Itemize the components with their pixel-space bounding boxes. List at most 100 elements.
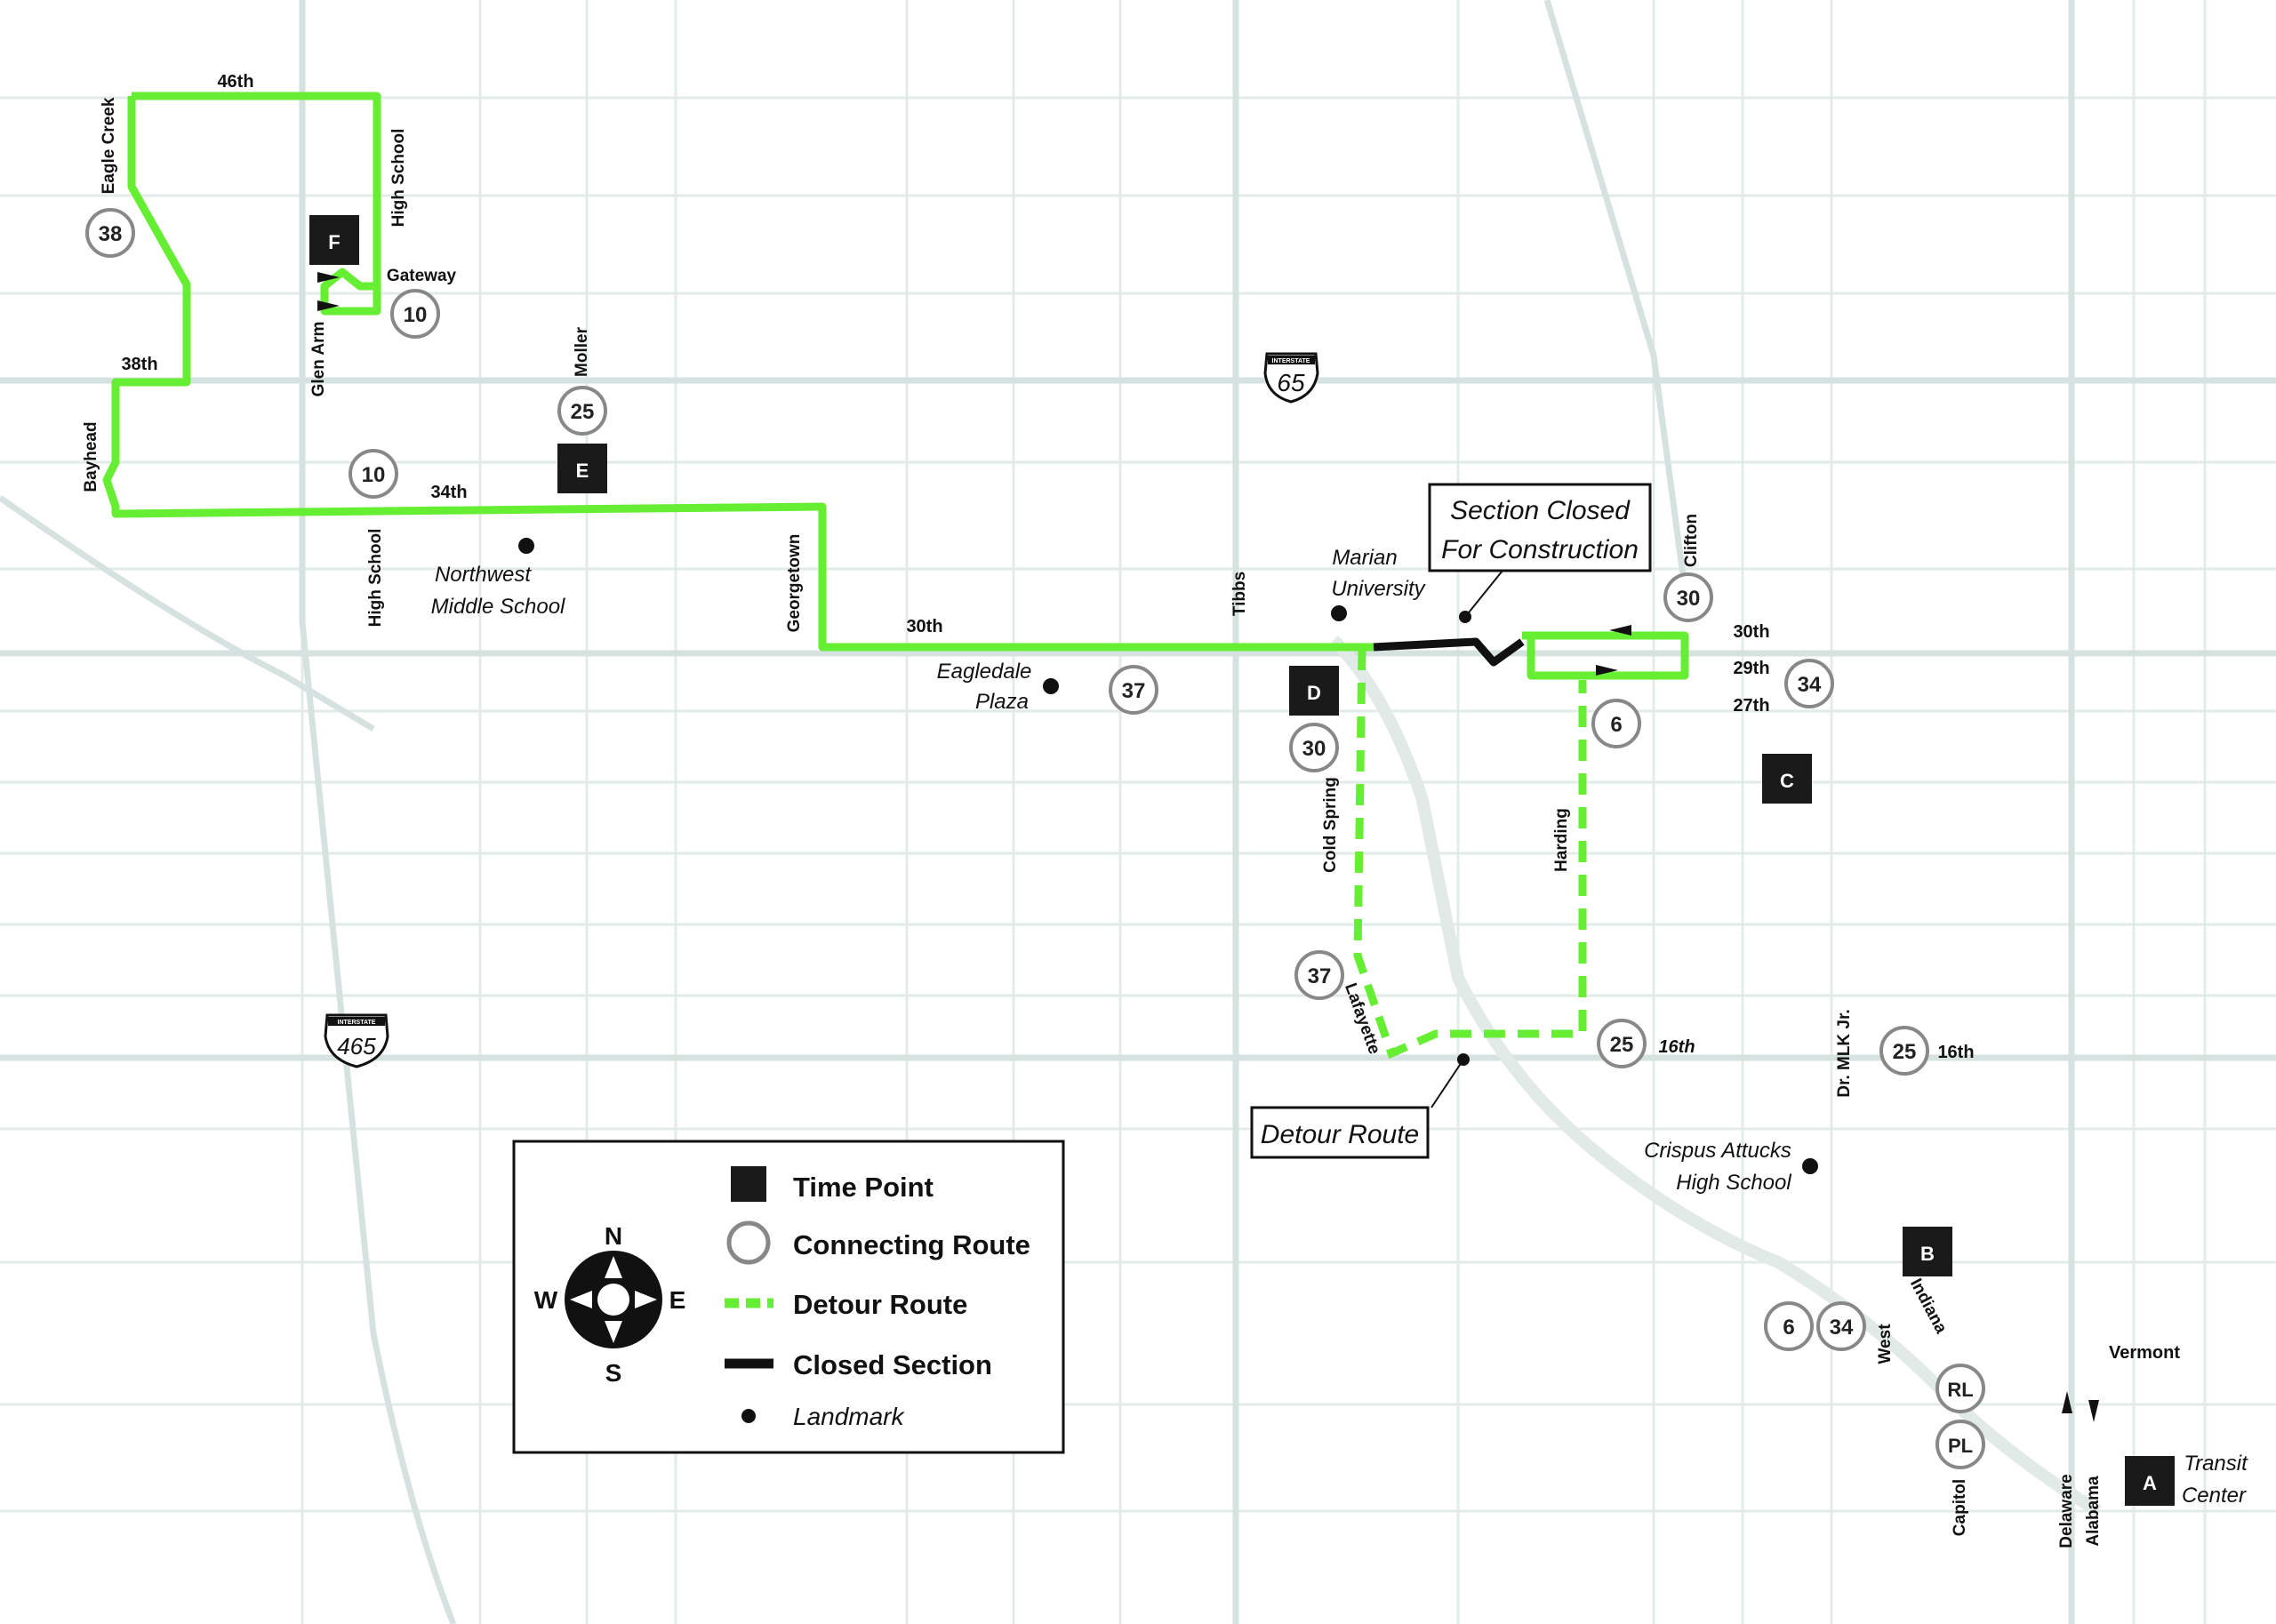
compass-icon: N S W E (534, 1222, 686, 1387)
legend: N S W E Time Point Connecting Route Deto… (512, 1140, 1065, 1454)
svg-text:30: 30 (1302, 737, 1326, 761)
svg-text:Section Closed: Section Closed (1450, 496, 1631, 525)
street-gateway: Gateway (387, 267, 457, 285)
svg-text:D: D (1307, 682, 1321, 704)
street-29th: 29th (1733, 659, 1769, 678)
legend-time-point-label: Time Point (793, 1172, 934, 1203)
svg-text:10: 10 (362, 463, 386, 487)
legend-landmark-swatch (741, 1409, 756, 1423)
svg-text:65: 65 (1277, 369, 1305, 396)
landmark-crispus-line2: High School (1676, 1171, 1791, 1195)
street-capitol: Capitol (1951, 1479, 1969, 1536)
svg-text:6: 6 (1783, 1316, 1794, 1340)
street-30th-east: 30th (1733, 622, 1769, 642)
connecting-route-34a: 34 (1784, 659, 1834, 708)
connecting-route-25a: 25 (557, 386, 607, 436)
street-bayhead: Bayhead (82, 421, 100, 492)
street-46th: 46th (217, 72, 253, 92)
street-34th: 34th (430, 483, 467, 502)
svg-text:34: 34 (1798, 673, 1822, 697)
street-vermont: Vermont (2109, 1343, 2180, 1363)
arrow-down-icon (2088, 1400, 2099, 1422)
street-cold-spring: Cold Spring (1321, 777, 1340, 873)
landmark-eagledale-line2: Plaza (975, 690, 1029, 714)
street-harding: Harding (1552, 808, 1571, 872)
callout-detour: Detour Route (1250, 1053, 1470, 1159)
svg-text:37: 37 (1308, 964, 1332, 988)
connecting-route-37a: 37 (1109, 665, 1158, 715)
street-high-school-s: High School (366, 529, 385, 628)
connecting-route-pl: PL (1935, 1420, 1985, 1469)
connecting-route-25b: 25 (1597, 1019, 1647, 1068)
svg-text:E: E (576, 460, 589, 482)
landmark-transit-line1: Transit (2184, 1452, 2248, 1476)
interstate-shield-65: INTERSTATE 65 (1263, 352, 1319, 404)
landmark-dot (1043, 678, 1059, 694)
svg-text:F: F (328, 231, 340, 253)
connecting-route-38: 38 (85, 208, 135, 258)
landmark-northwest-ms-line2: Middle School (431, 595, 565, 619)
connecting-route-10a: 10 (390, 289, 440, 339)
svg-text:PL: PL (1948, 1435, 1973, 1457)
street-38th: 38th (121, 355, 157, 374)
landmark-crispus-line1: Crispus Attucks (1644, 1139, 1791, 1163)
svg-text:W: W (534, 1286, 558, 1314)
svg-text:A: A (2143, 1472, 2157, 1494)
svg-text:34: 34 (1830, 1316, 1854, 1340)
arrow-up-icon (2062, 1391, 2072, 1413)
svg-text:RL: RL (1947, 1379, 1973, 1401)
interstate-shield-465: INTERSTATE 465 (324, 1013, 389, 1068)
arrow-right-icon (317, 272, 340, 283)
svg-text:Detour Route: Detour Route (1261, 1120, 1419, 1149)
landmark-dots (518, 538, 1818, 1174)
svg-text:INTERSTATE: INTERSTATE (338, 1020, 376, 1026)
svg-text:6: 6 (1610, 713, 1622, 737)
time-point-d: D (1289, 666, 1339, 716)
street-tibbs: Tibbs (1230, 572, 1249, 616)
street-glen-arm: Glen Arm (309, 322, 328, 397)
svg-text:N: N (605, 1222, 622, 1250)
svg-text:B: B (1920, 1243, 1935, 1265)
landmark-eagledale-line1: Eagledale (937, 660, 1032, 684)
svg-text:25: 25 (1893, 1040, 1917, 1064)
street-dr-mlk: Dr. MLK Jr. (1835, 1009, 1854, 1097)
connecting-route-37b: 37 (1294, 950, 1344, 1000)
landmark-marian-line2: University (1331, 577, 1426, 601)
landmark-northwest-ms-line1: Northwest (435, 563, 532, 587)
direction-arrows (317, 272, 2099, 1422)
detour-route (1353, 648, 1587, 1060)
landmark-dot (1802, 1158, 1818, 1174)
legend-time-point-swatch (731, 1166, 766, 1202)
legend-detour-label: Detour Route (793, 1289, 967, 1320)
connecting-route-rl: RL (1935, 1364, 1985, 1413)
connecting-route-6b: 6 (1764, 1301, 1814, 1351)
svg-text:10: 10 (404, 303, 428, 327)
landmark-dot (518, 538, 534, 554)
connecting-route-30a: 30 (1289, 723, 1339, 772)
street-eagle-creek: Eagle Creek (100, 97, 118, 194)
svg-text:465: 465 (337, 1033, 376, 1060)
svg-text:For Construction: For Construction (1441, 535, 1639, 564)
main-route (132, 92, 381, 316)
svg-text:S: S (605, 1359, 622, 1387)
svg-text:30: 30 (1677, 587, 1701, 611)
street-16th-east: 16th (1937, 1043, 1974, 1062)
closed-section (1373, 637, 1525, 667)
connecting-route-34b: 34 (1816, 1301, 1866, 1351)
street-30th-west: 30th (906, 617, 942, 636)
legend-connecting-swatch (726, 1220, 771, 1265)
landmark-transit-line2: Center (2182, 1484, 2247, 1508)
time-point-b: B (1903, 1227, 1952, 1276)
svg-text:25: 25 (1610, 1033, 1634, 1057)
street-georgetown: Georgetown (785, 534, 804, 633)
street-clifton: Clifton (1682, 514, 1701, 567)
connecting-route-10b: 10 (349, 449, 398, 499)
time-point-e: E (557, 444, 607, 493)
main-route-west (102, 96, 1374, 652)
legend-connecting-label: Connecting Route (793, 1229, 1030, 1260)
legend-closed-label: Closed Section (793, 1349, 992, 1380)
svg-text:37: 37 (1122, 679, 1146, 703)
street-27th: 27th (1733, 696, 1769, 716)
